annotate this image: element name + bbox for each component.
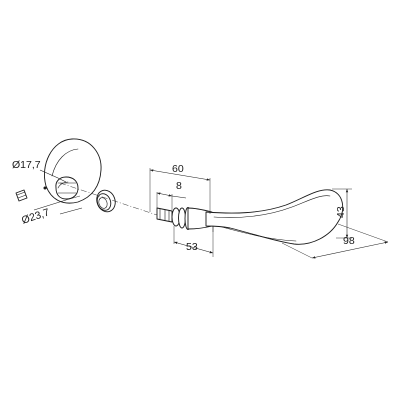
knob-diameter-label: Ø17,7 [12, 159, 41, 171]
knob-diameter-dimension: Ø17,7 [12, 159, 67, 183]
depth-to-rose-label: 53 [186, 241, 198, 253]
knob-end-view [43, 138, 102, 204]
depth-to-rose-dimension: 53 [173, 226, 214, 257]
rose-diameter-label: Ø23,7 [20, 206, 51, 226]
height-dimension: 43 [332, 188, 352, 239]
spindle-length-dimension: 60 [149, 163, 211, 214]
length-overall-label: 98 [343, 235, 355, 247]
height-label: 43 [335, 206, 347, 218]
lever-handle [156, 189, 344, 245]
spindle-length-label: 60 [172, 163, 184, 175]
length-overall-dimension: 98 [212, 223, 389, 259]
cover-rose [96, 189, 116, 213]
spindle-square-dimension: 8 [156, 180, 187, 210]
spindle-square-label: 8 [176, 180, 182, 192]
grub-screw [15, 189, 28, 202]
